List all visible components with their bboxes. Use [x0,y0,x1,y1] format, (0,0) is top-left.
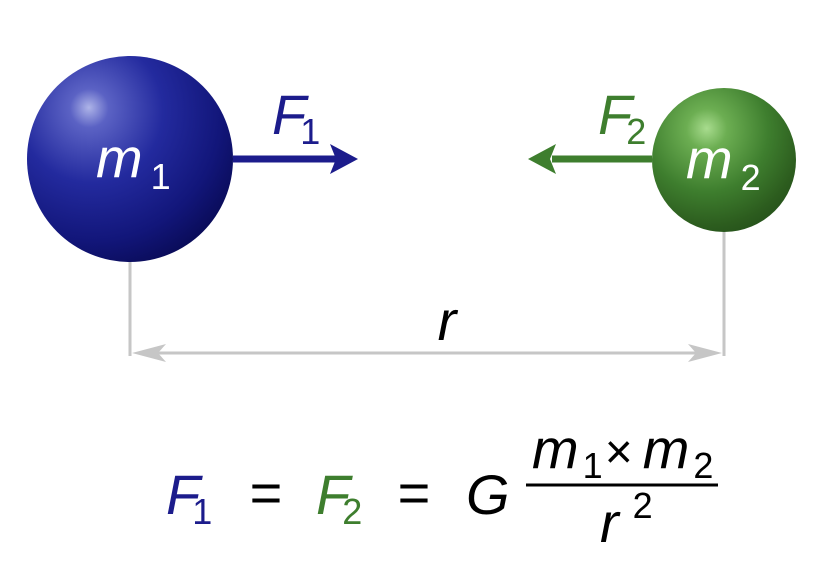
numerator-m1-symbol: m [532,417,579,480]
force1-arrow-group: F 1 [233,83,358,174]
numerator-m1-subscript: 1 [583,445,603,486]
mass2-symbol: m [686,127,733,190]
mass1-label: m 1 [96,126,171,197]
mass2-sphere [652,88,796,232]
gravitational-constant: G [466,463,510,526]
force1-label: F 1 [272,83,320,152]
mass1-sphere-group: m 1 [27,56,233,262]
distance-dimension: r [128,232,726,362]
numerator-m2-subscript: 2 [693,445,713,486]
numerator-m2-symbol: m [643,417,690,480]
equation-f1-symbol: F [166,463,203,526]
force1-arrowhead [330,144,358,174]
mass2-subscript: 2 [741,157,761,198]
equation-numerator: m 1 × m 2 [532,417,713,486]
mass1-subscript: 1 [151,156,171,197]
equation-f1-subscript: 1 [192,491,212,532]
distance-arrowhead-right [688,344,722,362]
force2-arrow-group: F 2 [528,83,652,174]
equation-f1: F 1 [166,463,212,532]
mass2-sphere-group: m 2 [652,88,796,232]
force2-symbol: F [598,83,635,146]
mass1-symbol: m [96,126,143,189]
equation-denominator: r 2 [600,485,653,554]
distance-label: r [438,289,459,352]
gravitation-equation: F 1 = F 2 = G m 1 × m 2 r 2 [166,417,718,554]
equation-equals-2: = [398,461,431,524]
equation-f2: F 2 [316,463,362,532]
mass2-label: m 2 [686,127,761,198]
equation-f2-subscript: 2 [342,491,362,532]
distance-arrowhead-left [132,344,166,362]
force2-arrowhead [528,144,556,174]
force1-symbol: F [272,83,309,146]
force1-subscript: 1 [300,111,320,152]
force2-label: F 2 [598,83,646,152]
equation-f2-symbol: F [316,463,353,526]
equation-equals-1: = [250,461,283,524]
denominator-r: r [600,491,621,554]
times-sign: × [605,426,633,479]
force2-subscript: 2 [626,111,646,152]
denominator-exponent: 2 [633,485,653,526]
mass1-sphere [27,56,233,262]
